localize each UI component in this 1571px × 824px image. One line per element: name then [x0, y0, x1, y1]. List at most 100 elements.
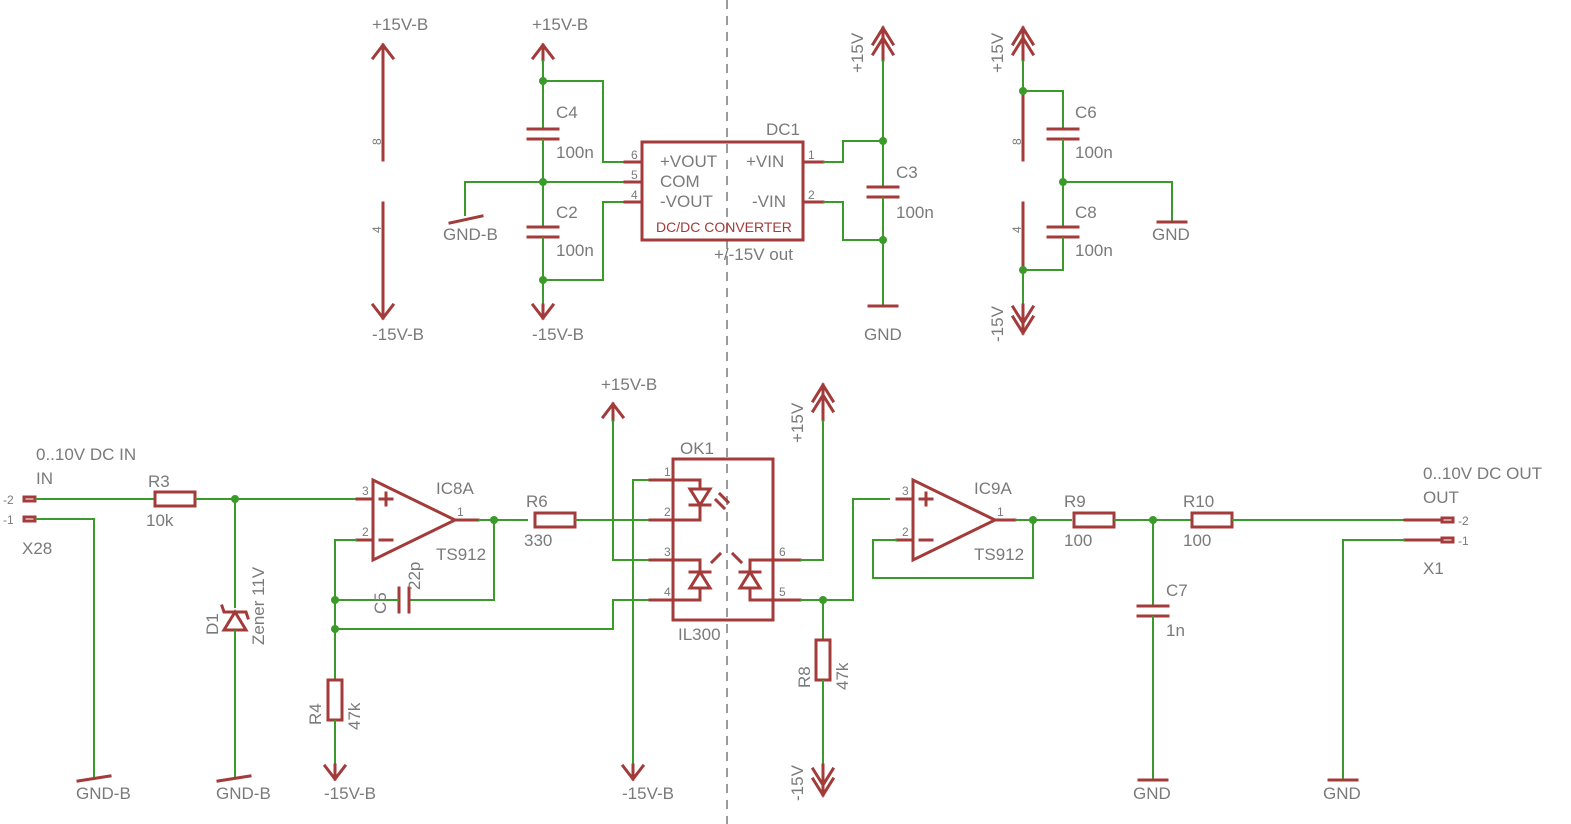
r6-name: R6	[526, 492, 548, 511]
c2-value: 100n	[556, 241, 594, 260]
dc1-label-pvout: +VOUT	[660, 152, 717, 171]
dc1-label-mvin: -VIN	[752, 192, 786, 211]
ok1-secondary: +15V -15V R8 47k	[788, 382, 890, 801]
c2-name: C2	[556, 203, 578, 222]
supply-label-p15vb-1: +15V-B	[372, 15, 428, 34]
dc1-title: DC/DC CONVERTER	[656, 219, 792, 235]
pin-4-label-2: 4	[1010, 226, 1024, 233]
gnd-b-label-d1: GND-B	[216, 784, 271, 803]
dc1-label-com: COM	[660, 172, 700, 191]
supply-label-p15v-2: +15V	[988, 32, 1007, 73]
ok1-name: OK1	[680, 439, 714, 458]
r6-value: 330	[524, 531, 552, 550]
dc1-label-pvin: +VIN	[746, 152, 784, 171]
gnd-label-c7: GND	[1133, 784, 1171, 803]
r8-value: 47k	[833, 662, 852, 690]
ic9a-name: IC9A	[974, 479, 1012, 498]
pin-8-label: 8	[370, 138, 384, 145]
ic9a-opamp: 3 2 1 IC9A TS912	[872, 477, 1072, 579]
c7-name: C7	[1166, 581, 1188, 600]
x28-sub: IN	[36, 469, 53, 488]
ok1-primary-supply: +15V-B -15V-B	[600, 375, 674, 803]
x28-title: 0..10V DC IN	[36, 445, 136, 464]
supply-label-m15vb-r4: -15V-B	[324, 784, 376, 803]
supply-label-m15vb-1: -15V-B	[372, 325, 424, 344]
ok1-pin-2: 2	[664, 505, 671, 519]
pin-8-label-2: 8	[1010, 138, 1024, 145]
d1-name: D1	[203, 613, 222, 635]
ic8a-name: IC8A	[436, 479, 474, 498]
c4-name: C4	[556, 103, 578, 122]
ok1-pin-6: 6	[779, 545, 786, 559]
bypass-c6-c8: +15V -15V 8 4 C6 100n C8 100n GND	[988, 25, 1190, 342]
supply-label-p15v-1: +15V	[848, 32, 867, 73]
r3-value: 10k	[146, 511, 174, 530]
dc1-pin-4: 4	[631, 188, 638, 202]
supply-label-p15vb-ok1: +15V-B	[601, 375, 657, 394]
r6-resistor: R6 330	[524, 492, 650, 550]
dc1-pin-1: 1	[808, 148, 815, 162]
ok1-pin-1: 1	[664, 465, 671, 479]
r4-resistor: R4 47k -15V-B	[306, 678, 376, 803]
dc1-name: DC1	[766, 120, 800, 139]
r3-name: R3	[148, 472, 170, 491]
c5-name: C5	[371, 592, 390, 614]
gnd-b-label-x28: GND-B	[76, 784, 131, 803]
x28-pin-1: -1	[3, 513, 14, 527]
ok1-pin-5: 5	[779, 585, 786, 599]
bypass-c4-c2: +15V-B -15V-B GND-B C4 100n C2 100n	[443, 15, 625, 344]
ok1-pin-3: 3	[664, 545, 671, 559]
d1-zener: D1 Zener 11V GND-B	[203, 495, 271, 803]
x1-name: X1	[1423, 559, 1444, 578]
c8-name: C8	[1075, 203, 1097, 222]
ok1-optocoupler: 1 2 3 4 6 5 OK1 IL300	[648, 439, 802, 644]
r9-name: R9	[1064, 492, 1086, 511]
x28-pin-2: -2	[3, 493, 14, 507]
dc1-value: +/-15V out	[714, 245, 793, 264]
d1-value: Zener 11V	[249, 566, 268, 645]
r10-value: 100	[1183, 531, 1211, 550]
r3-resistor: R3 10k	[35, 472, 370, 530]
c4-value: 100n	[556, 143, 594, 162]
x28-name: X28	[22, 539, 52, 558]
r4-value: 47k	[345, 702, 364, 730]
supply-label-m15vb-2: -15V-B	[532, 325, 584, 344]
c7-value: 1n	[1166, 621, 1185, 640]
ic8a-pin-3: 3	[362, 484, 369, 498]
x1-pin-1: -1	[1458, 534, 1469, 548]
x1-title: 0..10V DC OUT	[1423, 464, 1542, 483]
dc1-pin-5: 5	[631, 168, 638, 182]
ic9a-value: TS912	[974, 545, 1024, 564]
x1-output-connector: -2 -1 0..10V DC OUT OUT X1 GND	[1323, 464, 1542, 803]
c6-name: C6	[1075, 103, 1097, 122]
supply-label-m15v-r8: -15V	[788, 764, 807, 801]
pin-4-label: 4	[370, 226, 384, 233]
gnd-b-label-top: GND-B	[443, 225, 498, 244]
r9-value: 100	[1064, 531, 1092, 550]
ic8a-value: TS912	[436, 545, 486, 564]
ic9a-pin-2: 2	[902, 525, 909, 539]
c5-value: 22p	[405, 562, 424, 590]
c8-value: 100n	[1075, 241, 1113, 260]
r8-name: R8	[795, 666, 814, 688]
r4-name: R4	[306, 703, 325, 725]
gnd-label-x1: GND	[1323, 784, 1361, 803]
supply-label-m15v-1: -15V	[988, 305, 1007, 342]
supply-label-p15vb-2: +15V-B	[532, 15, 588, 34]
supply-column-b: +15V-B -15V-B 8 4	[370, 15, 428, 344]
c3-name: C3	[896, 163, 918, 182]
ok1-pin-4: 4	[664, 585, 671, 599]
ic8a-pin-1: 1	[457, 505, 464, 519]
ic8a-pin-2: 2	[362, 525, 369, 539]
dc1-converter: 6 5 4 1 2 +VOUT COM -VOUT +VIN -VIN DC/D…	[623, 120, 825, 264]
gnd-label-1: GND	[864, 325, 902, 344]
gnd-label-2: GND	[1152, 225, 1190, 244]
ic9a-pin-3: 3	[902, 484, 909, 498]
c6-value: 100n	[1075, 143, 1113, 162]
x1-pin-2: -2	[1458, 514, 1469, 528]
dc1-pin-6: 6	[631, 148, 638, 162]
bypass-c3: +15V GND C3 100n	[823, 25, 934, 344]
supply-label-p15v-ok1: +15V	[788, 402, 807, 443]
x28-input-connector: -2 -1 0..10V DC IN IN X28 GND-B	[3, 445, 136, 803]
